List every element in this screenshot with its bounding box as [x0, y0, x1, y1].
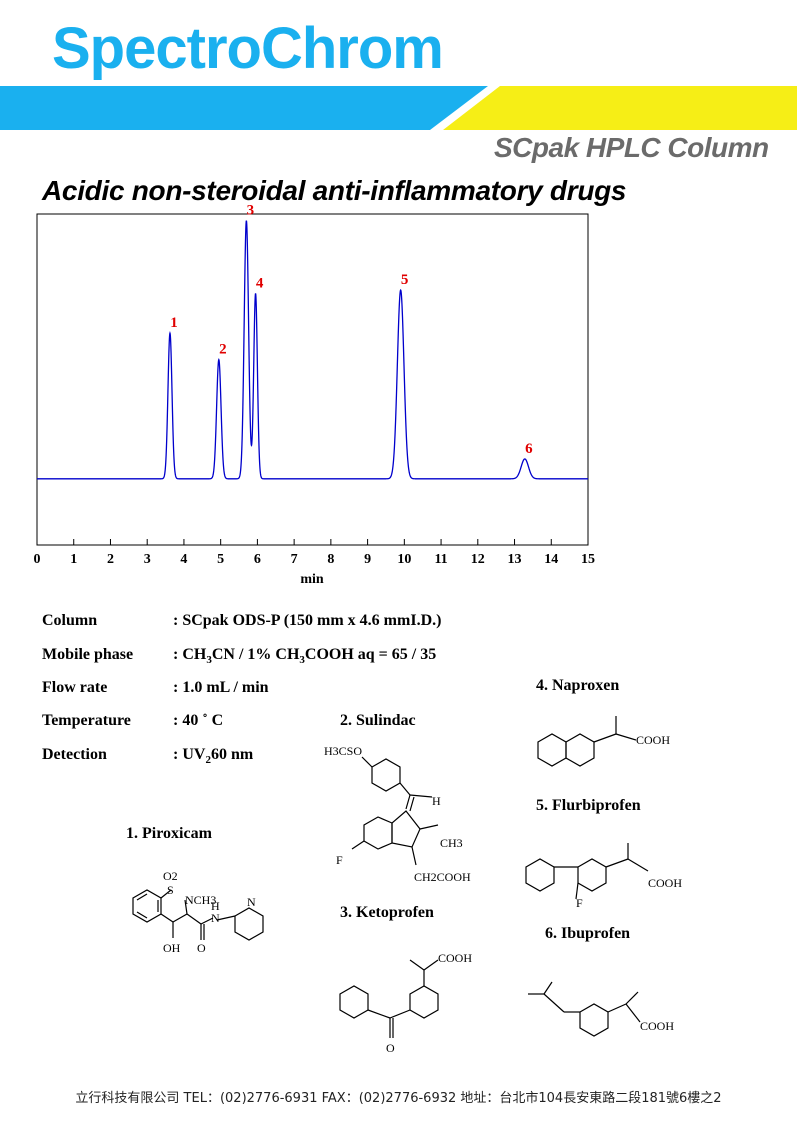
label-oh: OH: [163, 941, 181, 955]
x-tick-label: 9: [364, 552, 371, 567]
peak-labels: 1 2 3 4 5 6: [170, 203, 533, 457]
label-n-pyridine: N: [247, 895, 256, 909]
x-tick-label: 3: [144, 552, 151, 567]
condition-label: Temperature: [42, 712, 131, 729]
x-tick-label: 8: [327, 552, 334, 567]
condition-value: : CH3CN / 1% CH3COOH aq = 65 / 35: [173, 646, 437, 667]
compound-3-name: 3. Ketoprofen: [340, 904, 434, 921]
label-cooh: COOH: [640, 1019, 674, 1033]
peak-label-1: 1: [170, 315, 178, 331]
compound-5-name: 5. Flurbiprofen: [536, 797, 641, 814]
condition-label: Column: [42, 612, 98, 629]
peak-label-5: 5: [401, 272, 409, 288]
label-h: H: [211, 899, 220, 913]
label-f: F: [576, 896, 583, 910]
condition-label: Flow rate: [42, 679, 108, 696]
label-h3cso: H3CSO: [324, 744, 362, 758]
x-tick-label: 10: [397, 552, 411, 567]
condition-value: : 1.0 mL / min: [173, 679, 269, 696]
x-tick-label: 15: [581, 552, 595, 567]
x-tick-label: 7: [291, 552, 298, 567]
x-tick-label: 0: [34, 552, 41, 567]
x-axis-label: min: [300, 572, 324, 587]
label-cooh: COOH: [648, 876, 682, 890]
piroxicam-structure: O2 S NCH3 H N N OH O: [132, 869, 264, 955]
label-h: H: [432, 794, 441, 808]
label-f: F: [336, 853, 343, 867]
condition-value: : 40 ˚ C: [173, 712, 224, 729]
flurbiprofen-structure: COOH F: [525, 843, 682, 910]
compound-2-name: 2. Sulindac: [340, 712, 416, 729]
condition-label: Detection: [42, 746, 107, 763]
label-o: O: [386, 1041, 395, 1055]
peak-label-6: 6: [525, 441, 533, 457]
label-cooh: COOH: [636, 733, 670, 747]
sulindac-structure: H3CSO H CH3 F CH2COOH: [324, 744, 471, 884]
x-tick-label: 6: [254, 552, 261, 567]
product-subtitle: SCpak HPLC Column: [494, 132, 769, 163]
condition-value: : UV260 nm: [173, 746, 254, 767]
label-o2: O2: [163, 869, 178, 883]
condition-value: : SCpak ODS-P (150 mm x 4.6 mmI.D.): [173, 612, 442, 629]
peak-label-2: 2: [219, 342, 227, 358]
label-n-amide: N: [211, 911, 220, 925]
x-tick-label: 2: [107, 552, 114, 567]
compound-6-name: 6. Ibuprofen: [545, 925, 631, 942]
compound-4-name: 4. Naproxen: [536, 677, 620, 694]
ketoprofen-structure: COOH O: [339, 951, 472, 1055]
x-tick-label: 5: [217, 552, 224, 567]
peak-label-3: 3: [247, 203, 255, 219]
naproxen-structure: COOH: [537, 716, 670, 767]
chromatogram-trace: [37, 220, 588, 480]
company-footer: 立行科技有限公司 TEL：(02)2776-6931 FAX：(02)2776-…: [75, 1091, 722, 1106]
label-s: S: [167, 883, 174, 897]
page-title: Acidic non-steroidal anti-inflammatory d…: [42, 175, 627, 206]
peak-label-4: 4: [256, 275, 264, 291]
compound-1-name: 1. Piroxicam: [126, 825, 212, 842]
label-o: O: [197, 941, 206, 955]
x-tick-label: 4: [180, 552, 187, 567]
x-tick-label: 14: [544, 552, 558, 567]
plot-frame: [36, 213, 589, 546]
chromatogram-line: [37, 220, 588, 480]
condition-label: Mobile phase: [42, 646, 134, 663]
label-cooh: COOH: [438, 951, 472, 965]
label-nch3: NCH3: [185, 893, 216, 907]
x-tick-label: 1: [70, 552, 77, 567]
x-tick-label: 12: [471, 552, 485, 567]
x-tick-label: 13: [508, 552, 522, 567]
ibuprofen-structure: COOH: [528, 981, 674, 1037]
label-ch2cooh: CH2COOH: [414, 870, 471, 884]
x-tick-label: 11: [434, 552, 447, 567]
label-ch3: CH3: [440, 836, 463, 850]
brand-logo: SpectroChrom: [52, 16, 444, 81]
header-color-band: [0, 86, 797, 130]
